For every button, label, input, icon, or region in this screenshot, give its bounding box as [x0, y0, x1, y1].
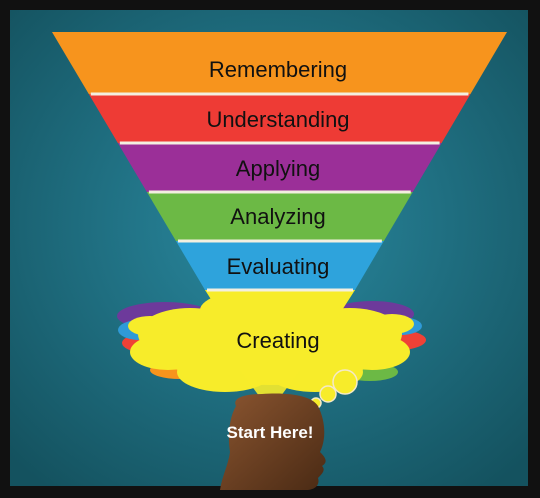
level-label-evaluating: Evaluating	[227, 254, 330, 279]
level-label-remembering: Remembering	[209, 57, 347, 82]
funnel-bands	[52, 32, 507, 318]
head-silhouette	[220, 393, 326, 490]
start-here-label: Start Here!	[227, 423, 314, 442]
funnel-band-evaluating	[175, 241, 384, 290]
level-label-applying: Applying	[236, 156, 320, 181]
level-label-understanding: Understanding	[206, 107, 349, 132]
funnel-band-remembering	[52, 32, 507, 94]
level-label-analyzing: Analyzing	[230, 204, 325, 229]
funnel-band-analyzing	[146, 192, 413, 241]
funnel-band-creating	[205, 290, 355, 318]
thought-bubbles	[303, 369, 358, 412]
funnel-band-applying	[117, 143, 442, 192]
level-label-creating: Creating	[236, 328, 319, 353]
funnel-band-understanding	[88, 94, 471, 143]
creating-beam	[240, 370, 300, 400]
